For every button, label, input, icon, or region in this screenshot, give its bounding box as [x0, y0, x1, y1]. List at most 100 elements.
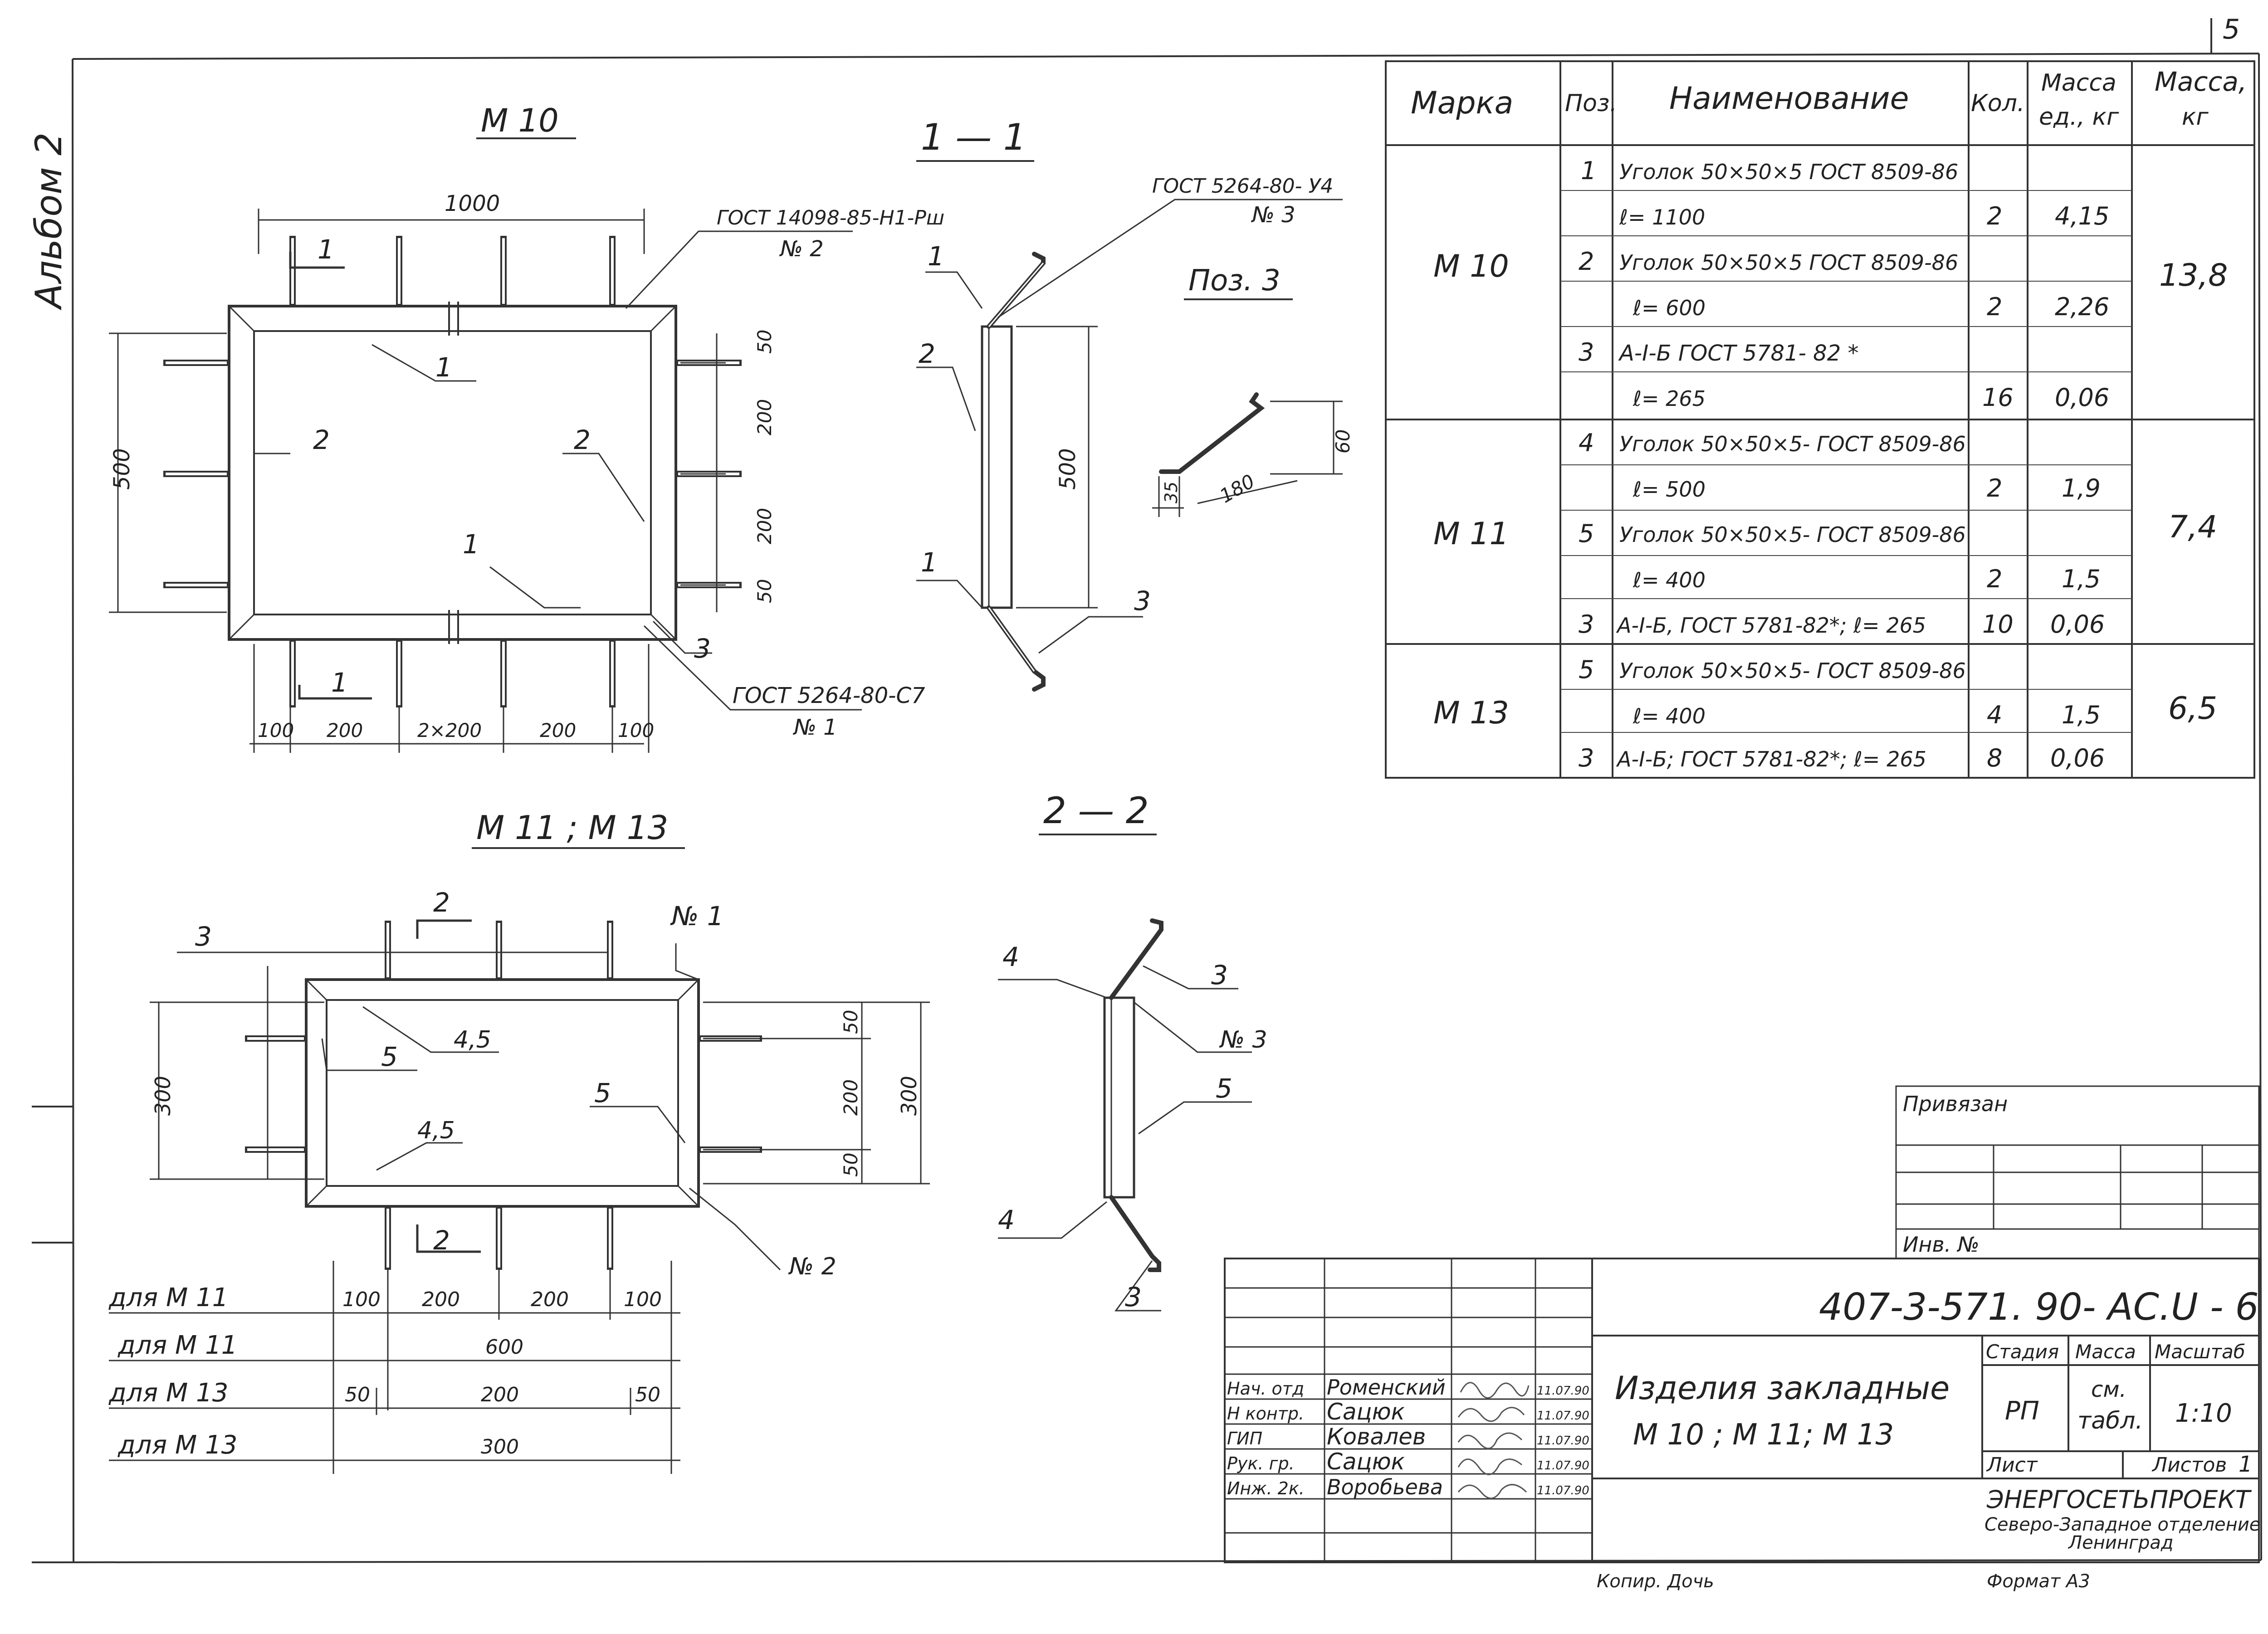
view-title-pos3: Поз. 3 — [1188, 264, 1281, 298]
org-city: Ленинград — [2068, 1532, 2174, 1553]
cell-mass: 1,5 — [2062, 701, 2101, 729]
dim-row1-200b: 200 — [531, 1288, 569, 1311]
dim-m11-50b: 50 — [840, 1153, 862, 1177]
col-header-pos: Поз. — [1565, 90, 1617, 117]
leader-m10-2a: 2 — [313, 424, 330, 455]
dim-row-label: для М 13 — [117, 1430, 237, 1460]
leader-m11-3: 3 — [195, 921, 212, 952]
leader-m11-5b: 5 — [594, 1078, 611, 1108]
leader-sec22-4a: 4 — [1002, 941, 1019, 972]
dim-row3-50a: 50 — [345, 1383, 370, 1406]
sheet-header: Лист — [1986, 1454, 2038, 1477]
cell-qty: 2 — [1987, 565, 2002, 593]
doc-code: 407-3-571. 90- АС.U - 6 — [1819, 1286, 2259, 1329]
sheet-number: 5 — [2223, 14, 2240, 45]
cell-name: Уголок 50×50×5 ГОСТ 8509-86 — [1619, 250, 1958, 275]
dim-pos3-35: 35 — [1161, 482, 1181, 503]
album-label: Альбом 2 — [28, 132, 70, 311]
org-name: ЭНЕРГОСЕТЬПРОЕКТ — [1986, 1485, 2252, 1514]
cell-pos: 1 — [1581, 156, 1596, 185]
dim-row4-300: 300 — [481, 1435, 519, 1458]
dim-row-label: для М 13 — [108, 1378, 228, 1408]
view-m11-m13: М 11 ; М 13 — [108, 809, 930, 1474]
mass-value-2: табл. — [2077, 1407, 2143, 1434]
cell-name: ℓ= 265 — [1633, 386, 1706, 411]
paper-format: Формат А3 — [1987, 1571, 2090, 1592]
cell-name: Уголок 50×50×5 ГОСТ 8509-86 — [1619, 160, 1958, 184]
dim-m10-b3: 2×200 — [417, 719, 482, 741]
spec-table: Марка Поз. Наименование Кол. Масса ед., … — [1385, 60, 2255, 779]
view-title-m10: М 10 — [481, 102, 559, 139]
signature-scribbles — [1457, 1382, 1530, 1499]
callout-n3: № 3 — [1251, 202, 1295, 228]
leader-m10-2b: 2 — [574, 424, 591, 455]
dim-m11-200: 200 — [840, 1079, 862, 1116]
cell-qty: 2 — [1987, 293, 2002, 321]
cell-qty: 4 — [1987, 701, 2002, 729]
view-section-2-2: 2 — 2 4 3 № 3 5 4 3 — [998, 790, 1267, 1312]
copied-by: Копир. Дочь — [1597, 1571, 1714, 1592]
doc-title-1: Изделия закладные — [1615, 1370, 1950, 1407]
col-header-mark: Марка — [1411, 85, 1513, 121]
group-total: 13,8 — [2159, 258, 2228, 293]
dim-m11-300b: 300 — [897, 1076, 921, 1116]
cell-pos: 4 — [1579, 429, 1594, 457]
cell-mass: 1,9 — [2062, 474, 2101, 502]
callout-n3-b: № 3 — [1219, 1026, 1267, 1054]
cell-qty: 8 — [1987, 744, 2002, 772]
leader-m10-3: 3 — [694, 633, 711, 664]
stage-value: РП — [2005, 1396, 2039, 1426]
leader-m11-45a: 4,5 — [454, 1026, 491, 1054]
col-header-mass-total-2: кг — [2182, 103, 2209, 131]
group-mark: М 10 — [1433, 249, 1509, 284]
title-block: 407-3-571. 90- АС.U - 6 Изделия закладны… — [1224, 1258, 2260, 1592]
callout-gost5264-u4: ГОСТ 5264-80- У4 — [1152, 175, 1333, 198]
signer-name: Воробьева — [1327, 1475, 1443, 1499]
cell-name: А-I-Б; ГОСТ 5781-82*; ℓ= 265 — [1616, 747, 1926, 771]
mass-header: Масса — [2075, 1341, 2136, 1363]
view-title-2-2: 2 — 2 — [1043, 790, 1149, 832]
sign-date: 11.07.90 — [1537, 1459, 1589, 1473]
table-row: 2 Уголок 50×50×5 ГОСТ 8509-86 — [1579, 247, 1958, 276]
cell-pos: 5 — [1579, 655, 1594, 684]
cell-name: ℓ= 400 — [1633, 704, 1706, 728]
cell-mass: 0,06 — [2050, 610, 2105, 639]
leader-sec22-5: 5 — [1216, 1073, 1232, 1104]
cell-mass: 4,15 — [2055, 202, 2109, 230]
callout-n1-b: № 1 — [670, 901, 724, 932]
sheets-value: 1 — [2239, 1452, 2253, 1477]
cell-name: А-I-Б ГОСТ 5781- 82 * — [1618, 341, 1859, 366]
table-row: ℓ= 400 4 1,5 — [1633, 701, 2101, 729]
col-header-name: Наименование — [1669, 81, 1909, 117]
dim-sec11-500: 500 — [1055, 448, 1080, 490]
callout-n1: № 1 — [792, 715, 837, 740]
dim-rows: для М 11 для М 11 для М 13 для М 13 — [108, 1283, 237, 1460]
leader-sec11-2: 2 — [919, 338, 935, 369]
cell-mass: 0,06 — [2050, 744, 2105, 772]
callout-gost14098: ГОСТ 14098-85-Н1-Рш — [717, 206, 944, 229]
sheet-frame — [31, 18, 2262, 1563]
cell-qty: 2 — [1987, 474, 2002, 502]
cell-name: Уголок 50×50×5- ГОСТ 8509-86 — [1619, 658, 1966, 683]
leader-sec11-3: 3 — [1134, 585, 1151, 616]
sheets-header: Листов — [2151, 1454, 2227, 1477]
cell-pos: 2 — [1579, 247, 1594, 276]
cell-pos: 3 — [1579, 610, 1594, 639]
signer-name: Сацюк — [1327, 1399, 1405, 1425]
dim-m11-300a: 300 — [151, 1076, 175, 1116]
binding-box: Привязан Инв. № — [1895, 1085, 2260, 1259]
